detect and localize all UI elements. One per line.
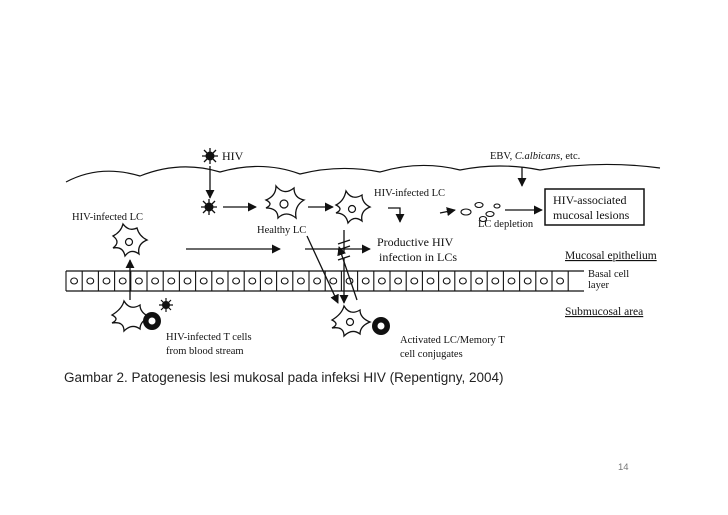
basal-cell-nucleus — [394, 277, 403, 285]
basal-cell-nucleus — [134, 277, 143, 285]
activated-lc-label-line1: Activated LC/Memory T — [400, 335, 505, 346]
basal-cell-nucleus — [523, 277, 532, 285]
basal-cell-layer — [65, 270, 584, 292]
basal-cell-nucleus — [377, 277, 386, 285]
hiv-infected-t-cell-lc-icon — [110, 299, 152, 333]
basal-cell-nucleus — [183, 277, 192, 285]
basal-cell-nucleus — [361, 277, 370, 285]
lc-depletion-fragments-icon — [460, 201, 501, 223]
basal-cell-nucleus — [556, 277, 565, 285]
basal-cell-nucleus — [458, 277, 467, 285]
t-cells-label-line1: HIV-infected T cells — [166, 332, 252, 343]
t-cells-label-line2: from blood stream — [166, 346, 244, 357]
lc-depletion-label: LC depletion — [478, 219, 534, 230]
hiv-pathogenesis-diagram: HIV EBV, C.albicans, etc. HIV-infected L… — [65, 148, 661, 360]
mucosal-surface-line — [65, 163, 661, 183]
memory-t-cell-icon — [372, 317, 390, 335]
submucosal-area-label: Submucosal area — [565, 306, 643, 318]
healthy-lc-label: Healthy LC — [257, 225, 306, 236]
activated-lc-label-line2: cell conjugates — [400, 349, 463, 360]
hiv-virion-icon — [159, 298, 173, 312]
hiv-infected-lc-top-label: HIV-infected LC — [374, 188, 445, 199]
hiv-label: HIV — [222, 149, 244, 163]
hiv-virion-icon — [201, 199, 217, 215]
arrow-to-lc-depletion — [439, 207, 456, 217]
hiv-virion-icon — [202, 148, 218, 164]
basal-cell-nucleus — [215, 277, 224, 285]
basal-cell-nucleus — [442, 277, 451, 285]
hiv-infected-t-cell-icon — [143, 312, 161, 330]
basal-cell-layer-label-line1: Basal cell — [588, 269, 629, 280]
page-number: 14 — [618, 462, 629, 473]
basal-cell-nucleus — [118, 277, 127, 285]
hiv-infected-lc-left-cell-icon — [111, 222, 149, 258]
arrow-infected-lc-down — [388, 207, 405, 223]
basal-cell-nucleus — [86, 277, 95, 285]
arrow-healthy-lc-to-conjugates — [306, 235, 339, 304]
basal-cell-nucleus — [102, 277, 111, 285]
basal-cell-nucleus — [70, 277, 79, 285]
lesions-label-line1: HIV-associated — [553, 193, 627, 207]
productive-infection-label-line2: infection in LCs — [379, 250, 457, 264]
basal-cell-nucleus — [280, 277, 289, 285]
basal-cell-nucleus — [507, 277, 516, 285]
basal-cell-nucleus — [199, 277, 208, 285]
arrow-from-conjugates-up — [337, 246, 358, 301]
lesions-label-line2: mucosal lesions — [553, 208, 630, 222]
hiv-infected-lc-left-label: HIV-infected LC — [72, 212, 143, 223]
basal-cell-nucleus — [329, 277, 338, 285]
hiv-associated-lesions-box — [544, 188, 645, 226]
productive-infection-label-line1: Productive HIV — [377, 235, 454, 249]
basal-cell-layer-label-line2: layer — [588, 280, 609, 291]
ebv-label: EBV, C.albicans, etc. — [490, 151, 580, 162]
basal-cell-nucleus — [313, 277, 322, 285]
basal-cell-nucleus — [167, 277, 176, 285]
activated-lc-cell-icon — [330, 304, 372, 338]
figure-caption: Gambar 2. Patogenesis lesi mukosal pada … — [64, 370, 504, 385]
healthy-lc-cell-icon — [264, 184, 306, 220]
basal-cell-nucleus — [475, 277, 484, 285]
basal-cell-nucleus — [248, 277, 257, 285]
hiv-infected-lc-cell-icon — [334, 189, 372, 225]
basal-cell-nucleus — [410, 277, 419, 285]
mucosal-epithelium-label: Mucosal epithelium — [565, 250, 657, 262]
basal-cell-nucleus — [539, 277, 548, 285]
basal-cell-nucleus — [491, 277, 500, 285]
basal-cell-nucleus — [151, 277, 160, 285]
basal-cell-nucleus — [296, 277, 305, 285]
basal-cell-nucleus — [426, 277, 435, 285]
basal-cell-nucleus — [232, 277, 241, 285]
basal-cell-nucleus — [264, 277, 273, 285]
